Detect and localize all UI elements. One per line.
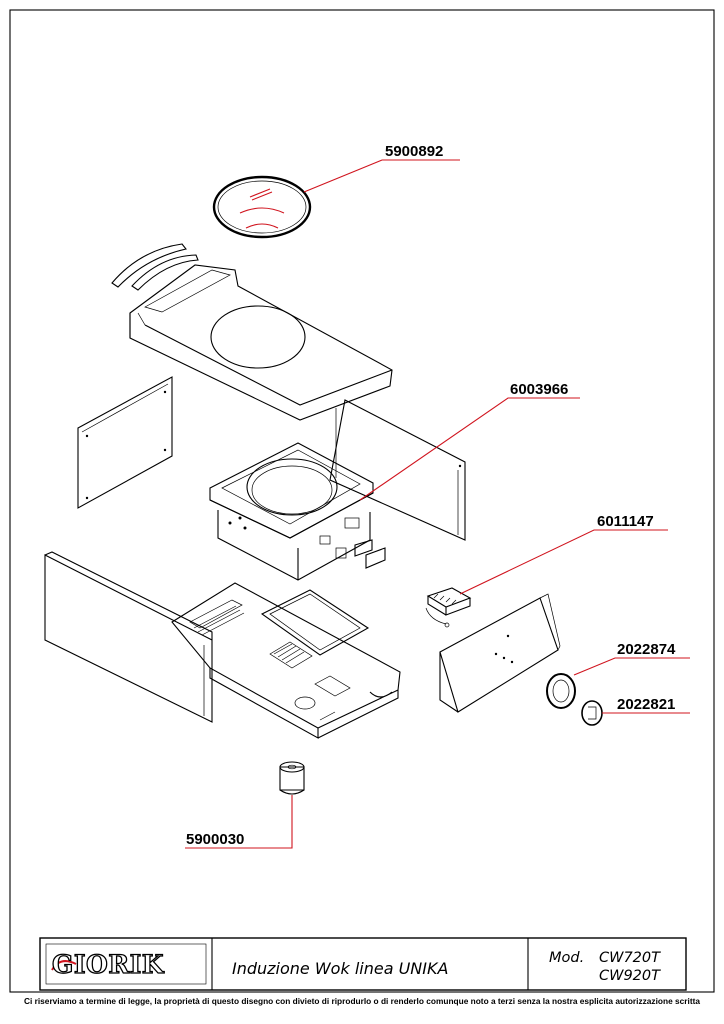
logo-swoosh-icon — [51, 960, 77, 971]
callout-6011147: 6011147 — [597, 513, 654, 530]
drawing-title: Induzione Wok linea UNIKA — [232, 959, 448, 978]
top-panel — [129, 264, 393, 421]
callout-6003966: 6003966 — [510, 381, 568, 398]
wok-bowl-part[interactable] — [212, 175, 312, 239]
legal-disclaimer: Ci riserviamo a termine di legge, la pro… — [24, 996, 700, 1006]
model-code-1: CW720T — [599, 950, 661, 966]
power-connector[interactable] — [425, 587, 472, 628]
control-knob[interactable] — [581, 700, 603, 726]
right-side-panel — [329, 399, 466, 541]
model-code-2: CW920T — [599, 968, 661, 984]
front-panel — [44, 551, 213, 723]
callout-leaders — [185, 159, 690, 849]
left-side-panel — [77, 376, 173, 509]
induction-unit[interactable] — [209, 442, 386, 581]
base-tray — [171, 582, 401, 739]
adjustable-foot[interactable] — [279, 761, 305, 795]
title-block: GIORIK Induzione Wok linea UNIKA Mod. CW… — [39, 937, 687, 991]
model-prefix: Mod. — [549, 950, 584, 966]
callout-2022874: 2022874 — [617, 641, 676, 658]
callout-5900892: 5900892 — [385, 143, 443, 160]
control-panel — [439, 593, 561, 713]
company-logo: GIORIK — [52, 950, 165, 979]
seal-bars — [111, 243, 199, 291]
drawing-border — [9, 9, 715, 993]
callout-5900030: 5900030 — [186, 831, 244, 848]
callout-2022821: 2022821 — [617, 696, 675, 713]
knob-bezel[interactable] — [546, 673, 576, 709]
callout-labels: 5900892 6003966 6011147 2022874 2022821 … — [186, 143, 676, 848]
